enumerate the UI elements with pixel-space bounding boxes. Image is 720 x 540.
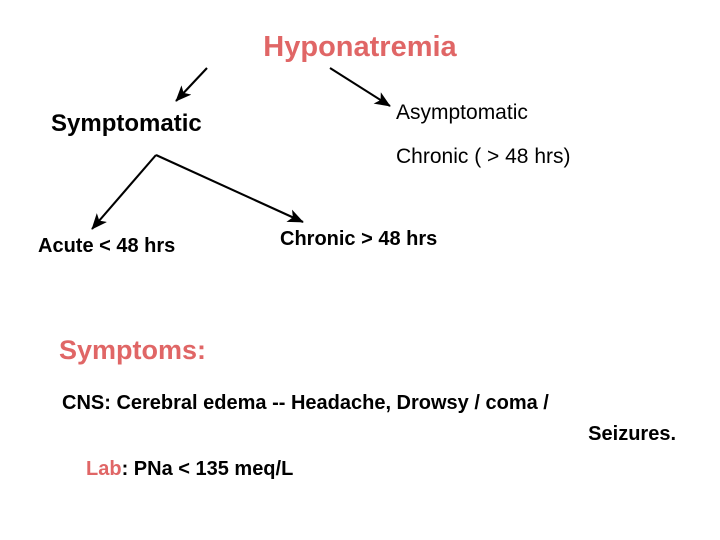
lab-label: Lab	[86, 458, 122, 480]
node-symptomatic: Symptomatic	[51, 110, 202, 137]
symptoms-heading: Symptoms:	[59, 335, 207, 365]
arrow-root-to-asymptomatic	[329, 67, 391, 107]
arrow-root-to-symptomatic	[175, 67, 208, 102]
node-chronic: Chronic > 48 hrs	[280, 228, 438, 250]
arrow-symptomatic-to-acute	[91, 154, 157, 230]
arrow-symptomatic-to-chronic	[155, 154, 304, 223]
node-asymptomatic: Asymptomatic	[396, 101, 528, 124]
node-asymptomatic-chronic-detail: Chronic ( > 48 hrs)	[396, 145, 571, 168]
cns-symptoms-block: CNS: Cerebral edema -- Headache, Drowsy …	[62, 388, 676, 450]
lab-finding-line: Lab: PNa < 135 meq/L	[86, 459, 293, 480]
cns-symptoms-line-1: CNS: Cerebral edema -- Headache, Drowsy …	[62, 392, 549, 414]
cns-symptoms-line-2: Seizures.	[588, 423, 676, 445]
lab-value: : PNa < 135 meq/L	[121, 458, 294, 480]
node-acute: Acute < 48 hrs	[38, 235, 176, 257]
page-title: Hyponatremia	[263, 31, 457, 63]
